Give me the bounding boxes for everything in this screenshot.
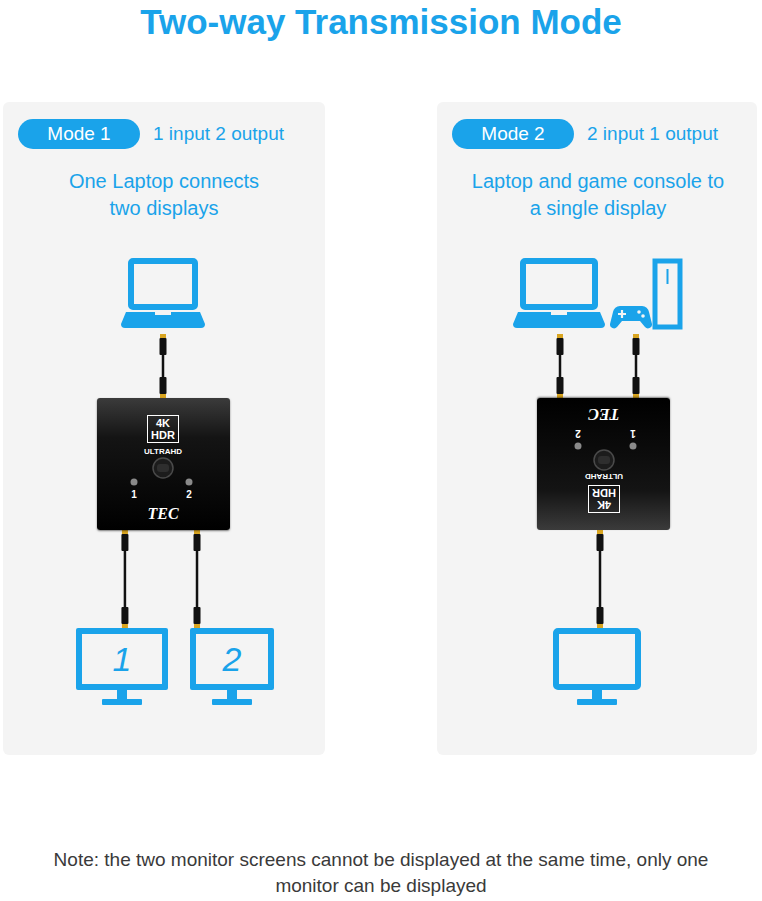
select-button — [594, 450, 614, 470]
hdmi-plug — [557, 338, 564, 355]
mode-label: Mode 2 — [481, 123, 544, 145]
monitor-stand — [592, 690, 602, 699]
switch-text: 1 — [630, 427, 636, 439]
hdmi-plug — [121, 607, 128, 624]
hdmi-switch-box: 4K HDR ULTRAHD 1 2 TEC — [537, 398, 670, 530]
laptop-base — [121, 312, 205, 328]
monitor-number: 1 — [113, 641, 132, 677]
mode-panel: 2 input 1 outputLaptop and game console … — [437, 102, 757, 755]
mode-pill: Mode 2 — [452, 119, 574, 149]
gamepad-button — [641, 314, 645, 318]
select-button — [153, 458, 173, 478]
led-indicator — [131, 479, 138, 486]
mode-pill: Mode 1 — [18, 119, 140, 149]
monitor-screen: 1 — [76, 628, 168, 690]
monitor-base — [577, 699, 617, 705]
hdmi-plug-tip — [557, 334, 563, 338]
laptop-screen — [523, 261, 595, 307]
4k-hdr-badge: 4K HDR — [588, 485, 620, 513]
mode-subtitle: 1 input 2 output — [153, 121, 284, 147]
monitor-number: 2 — [223, 641, 242, 677]
laptop-screen — [131, 261, 195, 307]
switch-text: 2 — [186, 489, 192, 501]
hdmi-plug — [121, 534, 128, 551]
panel-background — [437, 102, 757, 755]
select-button-face — [157, 464, 169, 472]
switch-text: ULTRAHD — [585, 471, 623, 481]
mode-panel: 1 input 2 outputOne Laptop connects two … — [3, 102, 325, 755]
monitor-screen-icon — [556, 631, 638, 687]
panel-background — [3, 102, 325, 755]
monitor-stand — [227, 690, 237, 699]
hdmi-plug — [160, 377, 167, 394]
hdmi-plug — [194, 534, 201, 551]
select-button-face — [598, 456, 610, 464]
hdmi-plug — [633, 338, 640, 355]
led-indicator — [575, 443, 582, 450]
switch-text: TEC — [147, 505, 178, 523]
led-indicator — [186, 479, 193, 486]
hdmi-plug — [194, 607, 201, 624]
mode-label: Mode 1 — [47, 123, 110, 145]
gamepad-button — [637, 310, 641, 314]
hdmi-plug-tip — [122, 530, 128, 534]
diagram-title: Two-way Transmission Mode — [0, 2, 762, 42]
hdmi-plug-tip — [597, 624, 603, 628]
laptop-notch — [155, 312, 171, 315]
switch-text: ULTRAHD — [144, 447, 182, 457]
hdmi-plug — [597, 607, 604, 624]
hdmi-plug — [597, 534, 604, 551]
hdmi-plug-tip — [194, 530, 200, 534]
hdmi-plug — [557, 377, 564, 394]
mode-description: One Laptop connects two displays — [52, 168, 277, 222]
switch-text: 1 — [131, 489, 137, 501]
gamepad-icon — [610, 306, 652, 328]
monitor-stand — [117, 690, 127, 699]
note-text: Note: the two monitor screens cannot be … — [31, 847, 731, 899]
hdmi-switch-box: 4K HDR ULTRAHD 1 2TEC — [97, 398, 230, 530]
mode-subtitle: 2 input 1 output — [587, 121, 718, 147]
led-indicator — [630, 443, 637, 450]
hdmi-plug-tip — [597, 530, 603, 534]
hdmi-plug — [160, 338, 167, 355]
mode-description: Laptop and game console to a single disp… — [471, 168, 726, 222]
switch-text: 2 — [575, 427, 581, 439]
switch-text: TEC — [588, 405, 619, 423]
monitor-base — [102, 699, 142, 705]
hdmi-plug — [633, 377, 640, 394]
hdmi-plug-tip — [160, 334, 166, 338]
4k-hdr-badge: 4K HDR — [147, 415, 179, 443]
laptop-base — [513, 312, 605, 328]
hdmi-plug-tip — [633, 334, 639, 338]
console-slot — [667, 269, 669, 284]
monitor-screen: 2 — [190, 628, 274, 690]
monitor-base — [212, 699, 252, 705]
gamepad-dpad — [618, 310, 626, 318]
console-tower — [655, 261, 680, 327]
laptop-notch — [551, 312, 567, 315]
